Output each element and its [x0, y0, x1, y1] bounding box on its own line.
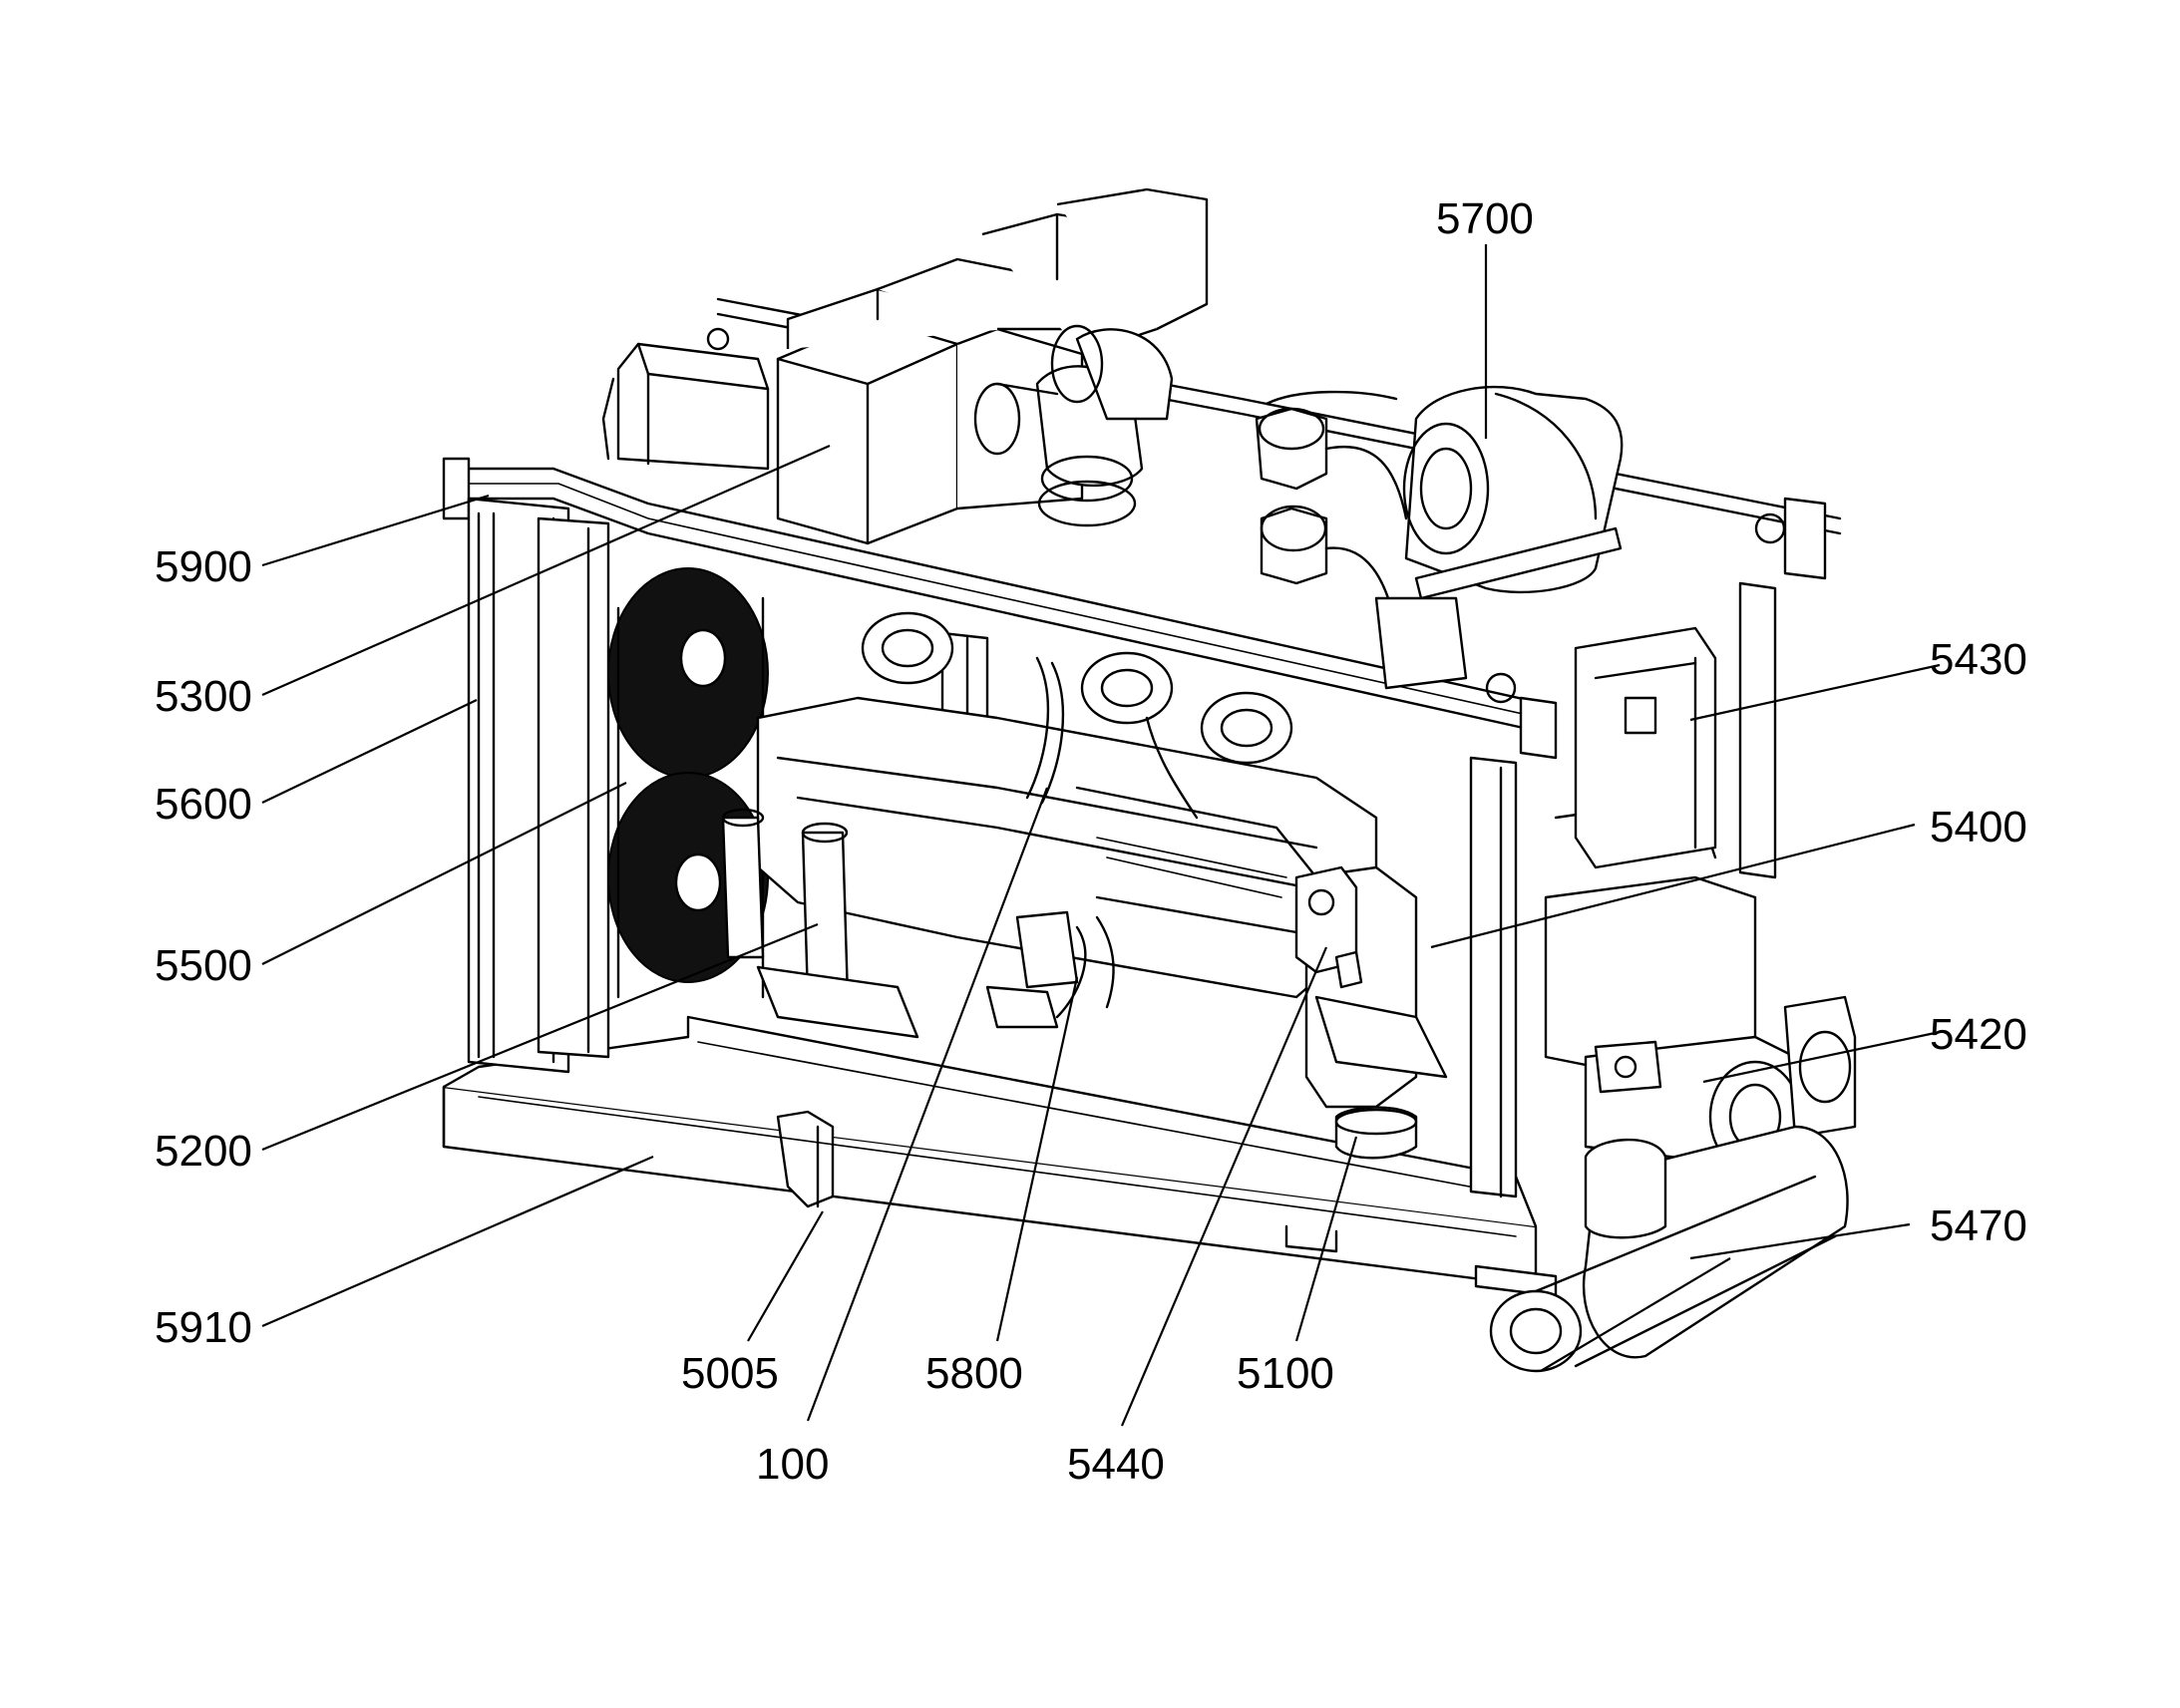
callout-5200: 5200 [155, 1127, 252, 1176]
leader-5200 [261, 922, 819, 1152]
callout-5100: 5100 [1237, 1349, 1334, 1398]
callout-5700: 5700 [1436, 194, 1534, 243]
leader-5900 [261, 494, 490, 567]
leader-5440 [1120, 946, 1328, 1427]
callout-labels: 5900 5300 5600 5500 5200 5910 5005 100 5… [155, 194, 2027, 1489]
leader-5910 [261, 1155, 654, 1328]
leader-lines [261, 244, 1941, 1427]
callout-5800: 5800 [925, 1349, 1023, 1398]
leader-5300 [261, 444, 831, 697]
leader-100 [806, 787, 1049, 1422]
callout-5005: 5005 [681, 1349, 779, 1398]
exhaust-silencer [1255, 385, 1624, 690]
engine-package-drawing [442, 187, 1857, 1373]
fuel-filters [721, 808, 919, 1039]
callout-100: 100 [756, 1440, 829, 1489]
leader-5400 [1430, 823, 1916, 949]
leader-5430 [1689, 663, 1941, 722]
callout-5400: 5400 [1930, 803, 2027, 852]
base-skid [442, 1015, 1558, 1298]
exhaust-outlet [1489, 1125, 1849, 1373]
leader-5420 [1702, 1030, 1941, 1084]
expansion-tank [601, 327, 770, 471]
leader-5800 [995, 976, 1079, 1342]
callout-5500: 5500 [155, 941, 252, 990]
leader-5500 [261, 782, 627, 965]
control-cabinet [1574, 626, 1717, 869]
intake-elbows [973, 324, 1174, 527]
callout-5900: 5900 [155, 542, 252, 591]
wiring-harness [985, 910, 1115, 1029]
auxiliary-unit [1294, 865, 1363, 989]
callout-5440: 5440 [1067, 1440, 1165, 1489]
leader-5100 [1294, 1136, 1358, 1342]
leader-5600 [261, 699, 478, 804]
leader-5470 [1689, 1222, 1911, 1260]
hydraulic-pumps [1544, 796, 1857, 1174]
radiator [467, 497, 610, 1074]
leader-5470b [1540, 1257, 1731, 1372]
leader-5005 [747, 1210, 824, 1342]
callout-5300: 5300 [155, 672, 252, 721]
callout-5600: 5600 [155, 780, 252, 829]
callout-5470: 5470 [1930, 1201, 2027, 1250]
callout-5910: 5910 [155, 1303, 252, 1352]
callout-5420: 5420 [1930, 1010, 2027, 1059]
callout-5430: 5430 [1930, 635, 2027, 684]
